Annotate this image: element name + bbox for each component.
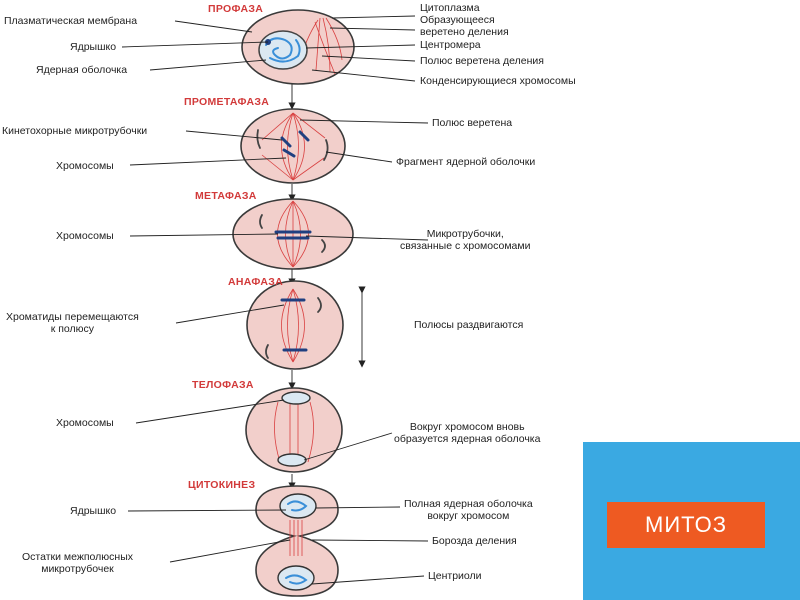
slide-title: МИТОЗ	[607, 502, 765, 548]
label-nuclear-envelope: Ядерная оболочка	[36, 64, 128, 76]
label-centromere: Центромера	[420, 39, 481, 51]
label-nucleolus: Ядрышко	[70, 41, 117, 53]
label-chromatids-moving: Хроматиды перемещаются к полюсу	[6, 311, 139, 335]
label-poles-separate: Полюсы раздвигаются	[414, 319, 524, 331]
label-microtubules-linked: Микротрубочки, связанные с хромосомами	[400, 228, 531, 252]
phase-anaphase: АНАФАЗА	[228, 276, 284, 288]
label-chromosomes-telo: Хромосомы	[56, 417, 114, 429]
label-centrioles: Центриоли	[428, 570, 482, 582]
label-spindle-pole-2: Полюс веретена	[432, 117, 513, 129]
label-cytoplasm: Цитоплазма	[420, 2, 480, 14]
phase-telophase: ТЕЛОФАЗА	[192, 379, 254, 391]
phase-cytokinesis: ЦИТОКИНЕЗ	[188, 479, 256, 491]
phase-metaphase: МЕТАФАЗА	[195, 190, 257, 202]
label-kinetochore-microtubules: Кинетохорные микротрубочки	[2, 125, 148, 137]
label-chromosomes-prometa: Хромосомы	[56, 160, 114, 172]
phase-prophase: ПРОФАЗА	[208, 3, 264, 15]
prophase-cell	[241, 9, 355, 85]
label-envelope-reforms: Вокруг хромосом вновь образуется ядерная…	[394, 421, 541, 445]
prometaphase-cell	[240, 108, 346, 184]
label-plasma-membrane: Плазматическая мембрана	[4, 15, 138, 27]
label-full-envelope: Полная ядерная оболочка вокруг хромосом	[404, 498, 533, 522]
label-nuclear-envelope-fragment: Фрагмент ядерной оболочки	[396, 156, 536, 168]
telophase-cell	[245, 387, 343, 473]
label-spindle-pole: Полюс веретена деления	[420, 55, 544, 67]
metaphase-cell	[232, 198, 354, 270]
label-forming-spindle: Образующееся веретено деления	[420, 14, 509, 38]
label-chromosomes-meta: Хромосомы	[56, 230, 114, 242]
cytokinesis-cells	[255, 485, 339, 597]
label-interpolar-remnants: Остатки межполюсных микротрубочек	[22, 551, 134, 575]
label-nucleolus-2: Ядрышко	[70, 505, 117, 517]
phase-prometaphase: ПРОМЕТАФАЗА	[184, 96, 270, 108]
anaphase-cell	[246, 280, 344, 370]
label-condensing-chromosomes: Конденсирующиеся хромосомы	[420, 75, 576, 87]
leader-lines	[121, 15, 429, 585]
label-cleavage-furrow: Борозда деления	[432, 535, 517, 547]
